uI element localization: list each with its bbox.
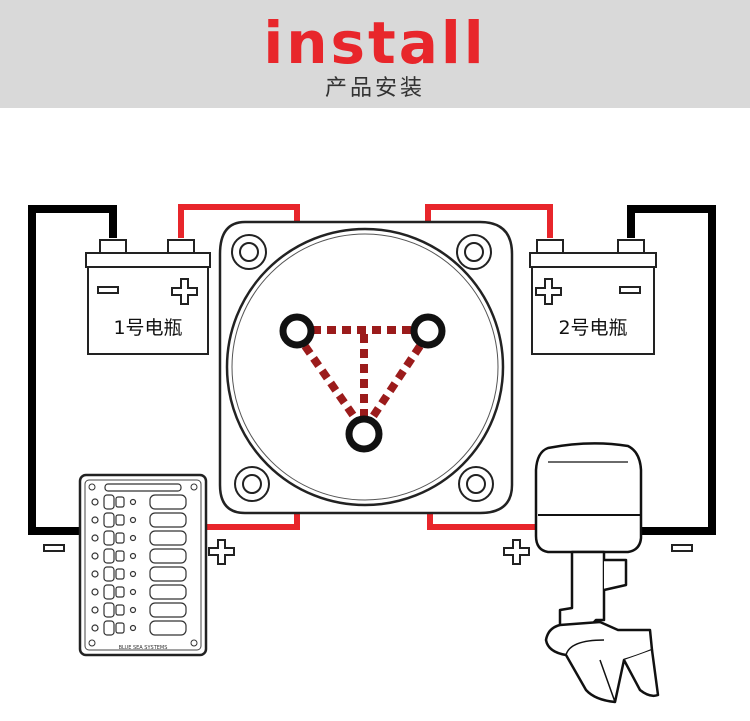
motor-midsection bbox=[558, 550, 606, 635]
battery-2-label: 2号电瓶 bbox=[558, 317, 627, 339]
switch-jumpers bbox=[301, 326, 424, 421]
header-banner: install 产品安装 bbox=[0, 0, 750, 108]
page-title: install bbox=[263, 9, 487, 77]
battery-1: 1号电瓶 bbox=[85, 239, 211, 355]
panel-brand: BLUE SEA SYSTEMS bbox=[119, 645, 168, 651]
plus-icon bbox=[503, 539, 530, 565]
negative-wire-right bbox=[627, 205, 716, 535]
negative-wire-left bbox=[28, 205, 117, 535]
terminal-common bbox=[345, 415, 383, 453]
battery-1-label: 1号电瓶 bbox=[113, 317, 182, 339]
polarity-markers bbox=[43, 539, 693, 565]
minus-icon bbox=[671, 544, 693, 552]
outboard-motor bbox=[534, 442, 660, 704]
motor-cowling bbox=[534, 442, 643, 554]
breaker-panel: BLUE SEA SYSTEMS bbox=[78, 473, 208, 657]
terminal-battery1 bbox=[279, 313, 315, 349]
plus-icon bbox=[535, 278, 562, 305]
minus-icon bbox=[97, 286, 119, 294]
battery-1-body bbox=[87, 266, 209, 355]
mount-holes bbox=[231, 234, 494, 502]
battery-2: 2号电瓶 bbox=[529, 239, 657, 355]
page-subtitle: 产品安装 bbox=[324, 76, 425, 101]
plus-icon bbox=[208, 539, 235, 565]
minus-icon bbox=[619, 286, 641, 294]
terminal-battery2 bbox=[410, 313, 446, 349]
plus-icon bbox=[171, 278, 198, 305]
minus-icon bbox=[43, 544, 65, 552]
battery-switch bbox=[218, 220, 514, 515]
negative-wires bbox=[28, 205, 716, 535]
switch-terminals bbox=[279, 313, 446, 453]
